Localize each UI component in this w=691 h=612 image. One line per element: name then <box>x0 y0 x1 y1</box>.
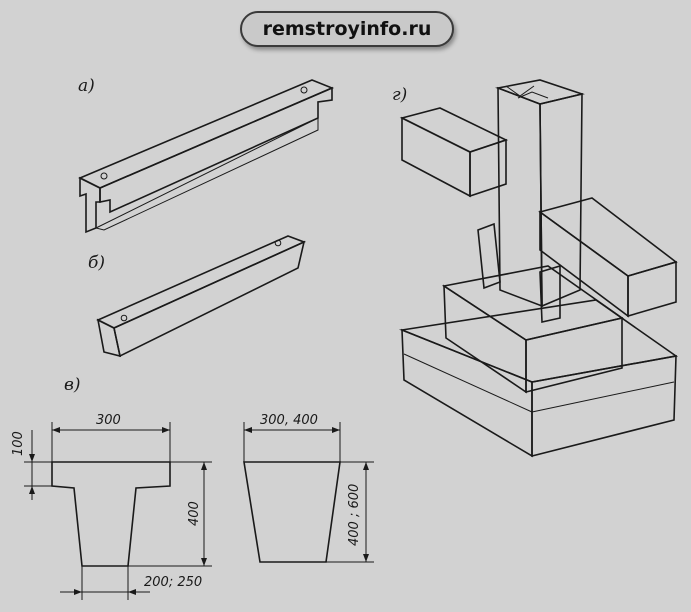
label-g: г) <box>392 85 407 105</box>
section-trapezoid: 300, 400 400 ; 600 <box>243 413 374 563</box>
label-v: в) <box>64 375 81 395</box>
dim-left-bottom-width: 200; 250 <box>144 575 202 590</box>
beam-a <box>78 79 335 234</box>
label-a: а) <box>78 76 95 96</box>
section-flanged: 300 100 400 200; 250 <box>11 413 212 600</box>
dim-left-top-width: 300 <box>96 413 121 428</box>
assembly-g <box>398 79 679 458</box>
dim-left-height: 400 <box>187 501 202 526</box>
dim-right-top-width: 300, 400 <box>260 413 318 428</box>
label-b: б) <box>88 253 105 273</box>
dim-left-flange-height: 100 <box>11 431 26 456</box>
dim-right-height: 400 ; 600 <box>347 484 362 546</box>
watermark-badge: remstroyinfo.ru <box>240 11 454 47</box>
beam-b <box>96 235 307 358</box>
watermark-text: remstroyinfo.ru <box>262 18 432 40</box>
